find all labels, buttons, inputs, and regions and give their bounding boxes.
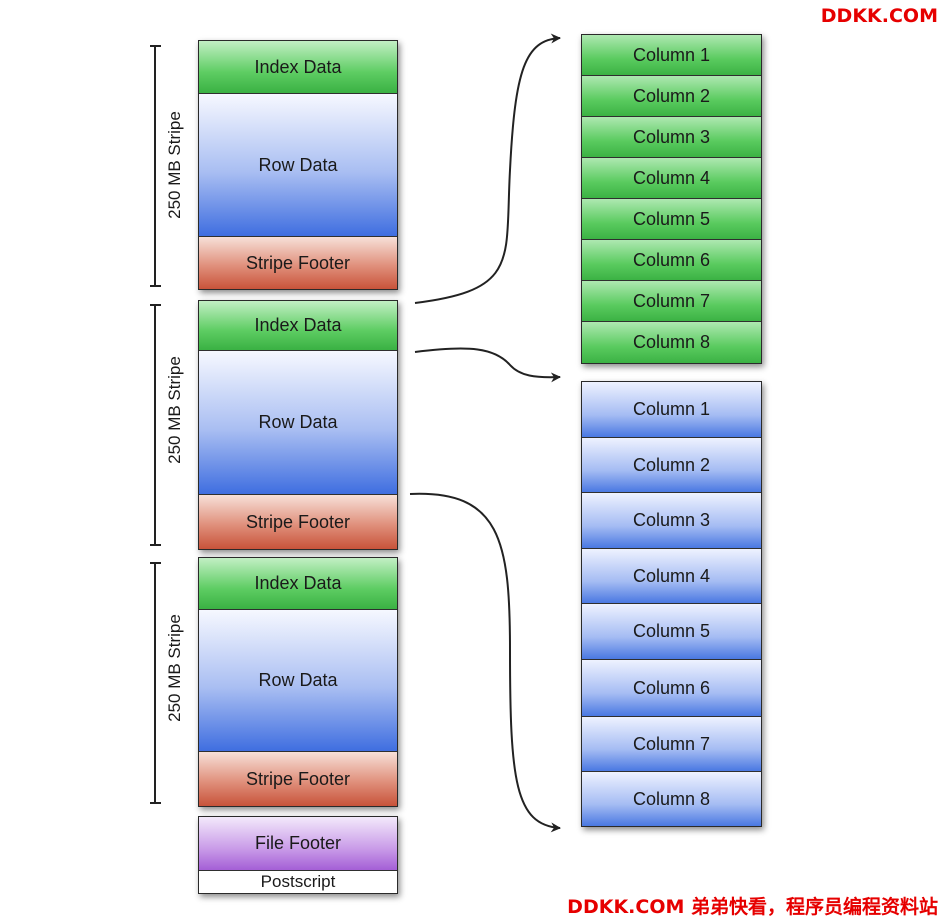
row-data-label: Row Data xyxy=(258,154,338,175)
stripe-bracket-1 xyxy=(150,45,161,287)
stripe-3-index-data: Index Data xyxy=(199,558,397,610)
row-data-label: Row Data xyxy=(258,670,338,690)
stripe-label-1: 250 MB Stripe xyxy=(165,111,184,219)
row-data-label: Row Data xyxy=(258,412,338,432)
stripe-3-row-data: Row Data xyxy=(199,610,397,752)
index-data-label: Index Data xyxy=(254,56,342,77)
watermark-top: DDKK.COM xyxy=(820,5,938,27)
file-footer: File Footer xyxy=(199,817,397,871)
data-column-6: Column 6 xyxy=(582,660,761,717)
stripe-3-footer: Stripe Footer xyxy=(199,752,397,806)
stripe-label-2: 250 MB Stripe xyxy=(165,356,184,464)
stripe-2: Index Data Row Data Stripe Footer xyxy=(198,300,398,550)
stripe-1-index-data: Index Data xyxy=(199,41,397,94)
index-column-4: Column 4 xyxy=(582,158,761,199)
stripe-footer-label: Stripe Footer xyxy=(245,511,351,532)
stripe-footer-label: Stripe Footer xyxy=(245,768,351,789)
file-footer-label: File Footer xyxy=(254,833,342,853)
index-column-8: Column 8 xyxy=(582,322,761,363)
index-column-5: Column 5 xyxy=(582,199,761,240)
index-data-label: Index Data xyxy=(254,573,342,593)
index-columns-stack: Column 1 Column 2 Column 3 Column 4 Colu… xyxy=(581,34,762,364)
stripe-2-footer: Stripe Footer xyxy=(199,495,397,549)
data-column-7: Column 7 xyxy=(582,717,761,772)
stripe-1: Index Data Row Data Stripe Footer xyxy=(198,40,398,290)
stripe-footer-label: Stripe Footer xyxy=(245,252,351,273)
index-column-1: Column 1 xyxy=(582,35,761,76)
stripe-2-index-data: Index Data xyxy=(199,301,397,351)
index-column-2: Column 2 xyxy=(582,76,761,117)
index-column-6: Column 6 xyxy=(582,240,761,281)
stripe-bracket-3 xyxy=(150,562,161,804)
index-column-3: Column 3 xyxy=(582,117,761,158)
data-columns-stack: Column 1 Column 2 Column 3 Column 4 Colu… xyxy=(581,381,762,827)
data-column-3: Column 3 xyxy=(582,493,761,549)
stripe-bracket-2 xyxy=(150,304,161,546)
file-footer-block: File Footer Postscript xyxy=(198,816,398,894)
index-column-7: Column 7 xyxy=(582,281,761,322)
postscript-label: Postscript xyxy=(260,872,336,891)
index-data-label: Index Data xyxy=(254,315,342,335)
data-column-2: Column 2 xyxy=(582,438,761,493)
data-column-5: Column 5 xyxy=(582,604,761,660)
postscript: Postscript xyxy=(199,871,397,893)
stripe-2-row-data: Row Data xyxy=(199,351,397,495)
stripe-1-row-data: Row Data xyxy=(199,94,397,237)
arrow-row-to-data-columns-bottom xyxy=(409,492,561,833)
arrow-index-to-index-columns xyxy=(414,33,561,304)
stripe-1-footer: Stripe Footer xyxy=(199,237,397,289)
watermark-bottom: DDKK.COM 弟弟快看，程序员编程资料站 xyxy=(567,896,938,918)
stripe-3: Index Data Row Data Stripe Footer xyxy=(198,557,398,807)
data-column-8: Column 8 xyxy=(582,772,761,826)
stripe-label-3: 250 MB Stripe xyxy=(165,614,184,722)
arrow-row-to-data-columns-top xyxy=(414,347,561,383)
data-column-4: Column 4 xyxy=(582,549,761,604)
data-column-1: Column 1 xyxy=(582,382,761,438)
